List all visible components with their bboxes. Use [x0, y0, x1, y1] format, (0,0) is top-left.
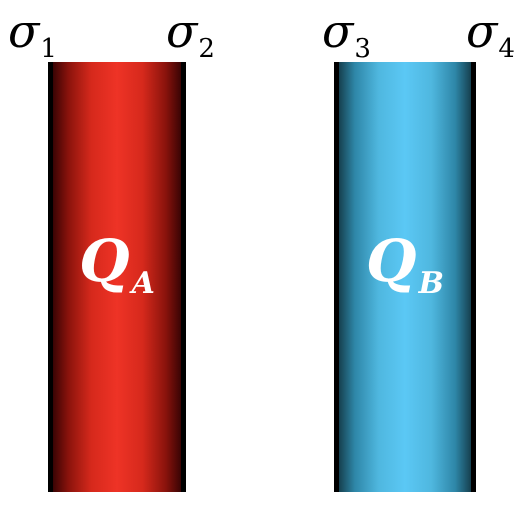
charge-qa-symbol: Q — [79, 227, 130, 295]
charge-qa-index: A — [131, 266, 155, 301]
sigma-2-symbol: σ — [166, 4, 198, 58]
sigma-1-index: 1 — [40, 34, 57, 64]
charge-qb-symbol: Q — [366, 227, 417, 295]
conducting-slab-a: QA — [48, 62, 186, 492]
sigma-3-label: σ3 — [322, 8, 371, 62]
sigma-1-label: σ1 — [8, 8, 57, 62]
sigma-3-symbol: σ — [322, 4, 354, 58]
charge-qb-index: B — [418, 266, 444, 301]
conducting-slab-b: QB — [334, 62, 476, 492]
sigma-2-index: 2 — [198, 34, 215, 64]
sigma-3-index: 3 — [354, 34, 371, 64]
sigma-4-label: σ4 — [466, 8, 515, 62]
sigma-2-label: σ2 — [166, 8, 215, 62]
sigma-4-index: 4 — [498, 34, 515, 64]
charge-qa-label: QA — [53, 232, 181, 299]
sigma-4-symbol: σ — [466, 4, 498, 58]
sigma-1-symbol: σ — [8, 4, 40, 58]
charge-qb-label: QB — [339, 232, 471, 299]
